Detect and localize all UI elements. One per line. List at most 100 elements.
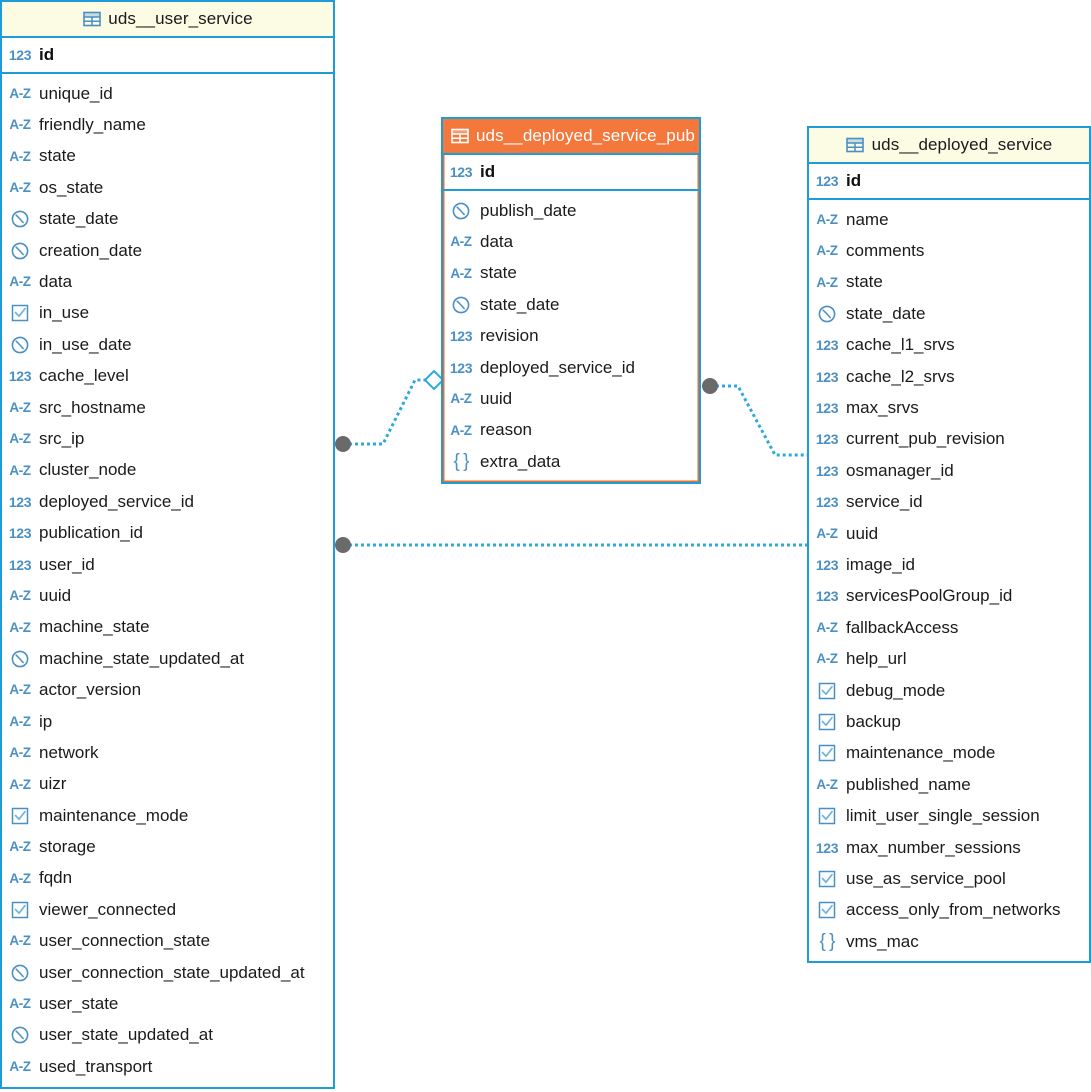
column-row[interactable]: machine_state_updated_at (2, 643, 333, 674)
column-label: state_date (480, 294, 560, 314)
string-icon: A-Z (450, 391, 472, 407)
column-label: user_state (39, 994, 119, 1014)
string-icon: A-Z (9, 462, 31, 478)
column-row[interactable]: in_use (2, 298, 333, 329)
column-label: vms_mac (846, 931, 919, 951)
column-label: published_name (846, 774, 971, 794)
column-label: uuid (846, 523, 879, 543)
string-icon: A-Z (9, 431, 31, 447)
datetime-icon (9, 334, 31, 356)
json-icon: { } (453, 450, 470, 472)
column-row[interactable]: maintenance_mode (809, 738, 1089, 769)
column-label: osmanager_id (846, 460, 954, 480)
column-row[interactable]: state_date (443, 289, 699, 320)
column-row[interactable]: A-Z cluster_node (2, 455, 333, 486)
boolean-icon (9, 899, 31, 921)
column-label: cluster_node (39, 460, 137, 480)
column-row[interactable]: in_use_date (2, 329, 333, 360)
datetime-icon (816, 303, 838, 325)
column-row[interactable]: use_as_service_pool (809, 863, 1089, 894)
column-row[interactable]: publish_date (443, 195, 699, 226)
column-label: viewer_connected (39, 899, 177, 919)
relationship-userservice-to-pub (335, 369, 445, 452)
column-label: uizr (39, 774, 67, 794)
column-row[interactable]: user_state_updated_at (2, 1020, 333, 1051)
primary-key-label: id (846, 171, 862, 190)
column-row[interactable]: maintenance_mode (2, 800, 333, 831)
column-row[interactable]: { }vms_mac (809, 926, 1089, 957)
entity-header-uds_user_service[interactable]: uds__user_service (2, 2, 333, 38)
column-row[interactable]: creation_date (2, 235, 333, 266)
relationship-pub-to-deployedservice (702, 378, 807, 457)
column-row[interactable]: debug_mode (809, 675, 1089, 706)
column-label: cache_level (39, 366, 129, 386)
column-row[interactable]: limit_user_single_session (809, 800, 1089, 831)
boolean-icon (816, 868, 838, 890)
column-row[interactable]: viewer_connected (2, 894, 333, 925)
number-icon: 123 (449, 328, 473, 345)
column-row[interactable]: { }extra_data (443, 446, 699, 477)
column-label: data (480, 232, 514, 252)
column-label: backup (846, 711, 901, 731)
column-row[interactable]: state_date (809, 298, 1089, 329)
entity-header-uds_deployed_service[interactable]: uds__deployed_service (809, 128, 1089, 164)
column-row[interactable]: user_connection_state_updated_at (2, 957, 333, 988)
column-row[interactable]: backup (809, 706, 1089, 737)
number-icon: 123 (8, 368, 32, 385)
column-row[interactable]: state_date (2, 204, 333, 235)
column-row[interactable]: 123 cache_level (2, 361, 333, 392)
column-label: actor_version (39, 680, 142, 700)
entity-header-uds_deployed_service_pub[interactable]: uds__deployed_service_pub (443, 119, 699, 155)
column-row[interactable]: access_only_from_networks (809, 895, 1089, 926)
